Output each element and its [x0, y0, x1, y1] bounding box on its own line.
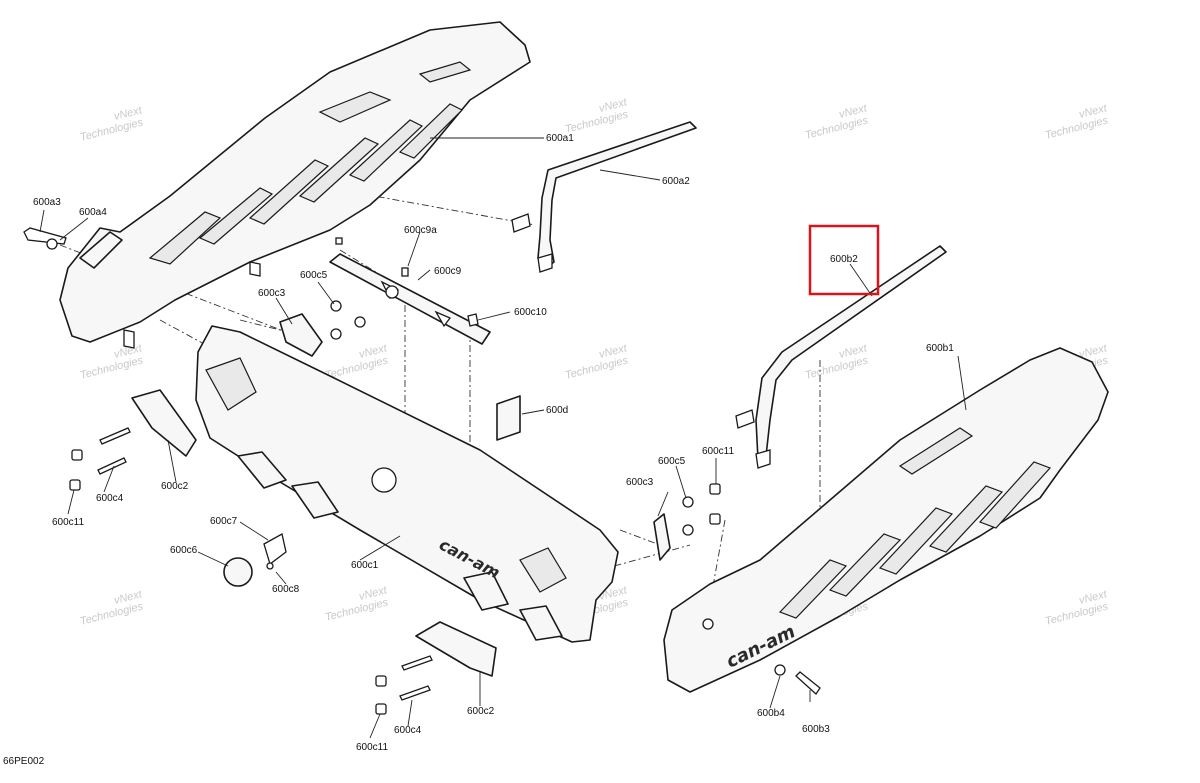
callout-600c5[interactable]: 600c5 — [658, 456, 686, 467]
side-panel-right-600b1: can-am — [663, 347, 1109, 693]
callout-600a4[interactable]: 600a4 — [79, 207, 107, 218]
watermark: vNext Technologies — [564, 96, 630, 136]
callout-labels: 600a1 600a2 600a3 600a4 600b1 600b2 600b… — [33, 133, 954, 753]
tube-rail-600a2 — [511, 121, 697, 273]
callout-600b4[interactable]: 600b4 — [757, 708, 785, 719]
callout-600c11[interactable]: 600c11 — [52, 517, 85, 528]
callout-600c5[interactable]: 600c5 — [300, 270, 328, 281]
leader-lines — [39, 137, 967, 739]
callout-600b3[interactable]: 600b3 — [802, 724, 830, 735]
watermark: vNext Technologies — [79, 104, 145, 144]
svg-text:Technologies: Technologies — [804, 354, 870, 381]
highlight-box-600b2 — [808, 224, 880, 296]
callout-600c8[interactable]: 600c8 — [272, 584, 300, 595]
callout-600c11[interactable]: 600c11 — [702, 446, 735, 457]
rear-bumper-600c1: can-am — [195, 325, 619, 643]
watermark: vNext Technologies — [79, 342, 145, 382]
svg-text:Technologies: Technologies — [79, 354, 145, 381]
svg-text:Technologies: Technologies — [1044, 600, 1110, 627]
hardware — [23, 227, 821, 715]
callout-600b2[interactable]: 600b2 — [830, 254, 858, 265]
document-code: 66PE002 — [3, 756, 45, 767]
watermark: vNext Technologies — [564, 342, 630, 382]
watermark: vNext Technologies — [79, 588, 145, 628]
callout-600c3[interactable]: 600c3 — [258, 288, 286, 299]
callout-600c7[interactable]: 600c7 — [210, 516, 238, 527]
watermark: vNext Technologies — [324, 342, 390, 382]
callout-600c6[interactable]: 600c6 — [170, 545, 198, 556]
callout-600c2[interactable]: 600c2 — [467, 706, 495, 717]
callout-600c9[interactable]: 600c9 — [434, 266, 462, 277]
side-panel-left-600a1 — [59, 21, 531, 349]
decal-600d — [496, 395, 521, 441]
watermark: vNext Technologies — [804, 342, 870, 382]
svg-text:Technologies: Technologies — [79, 600, 145, 627]
svg-text:Technologies: Technologies — [804, 114, 870, 141]
callout-600c3[interactable]: 600c3 — [626, 477, 654, 488]
tube-rail-600b2 — [735, 245, 947, 469]
watermark: vNext Technologies — [1044, 588, 1110, 628]
callout-600a1[interactable]: 600a1 — [546, 133, 574, 144]
watermark: vNext Technologies — [1044, 102, 1110, 142]
callout-600c10[interactable]: 600c10 — [514, 307, 547, 318]
svg-text:Technologies: Technologies — [564, 108, 630, 135]
callout-600c4[interactable]: 600c4 — [394, 725, 422, 736]
callout-600c11[interactable]: 600c11 — [356, 742, 389, 753]
callout-600a2[interactable]: 600a2 — [662, 176, 690, 187]
callout-600b1[interactable]: 600b1 — [926, 343, 954, 354]
svg-text:Technologies: Technologies — [564, 354, 630, 381]
svg-text:Technologies: Technologies — [79, 116, 145, 143]
callout-600c9a[interactable]: 600c9a — [404, 225, 437, 236]
mounting-plate-600c9 — [329, 253, 491, 345]
svg-text:Technologies: Technologies — [324, 596, 390, 623]
watermark: vNext Technologies — [324, 584, 390, 624]
callout-600c2[interactable]: 600c2 — [161, 481, 189, 492]
callout-600a3[interactable]: 600a3 — [33, 197, 61, 208]
callout-600c4[interactable]: 600c4 — [96, 493, 124, 504]
callout-600d[interactable]: 600d — [546, 405, 568, 416]
callout-600c1[interactable]: 600c1 — [351, 560, 379, 571]
svg-text:Technologies: Technologies — [1044, 114, 1110, 141]
watermark: vNext Technologies — [804, 102, 870, 142]
